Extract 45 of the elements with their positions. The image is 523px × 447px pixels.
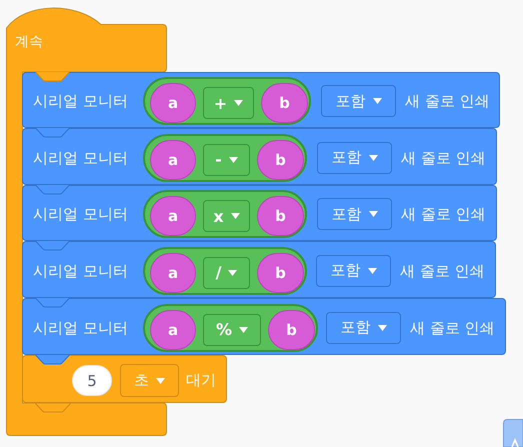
print-block [22, 298, 506, 355]
operator-block [143, 304, 318, 352]
dropdown-menu: 포함 [316, 254, 391, 286]
block-label: 새 줄로 인쇄 [401, 204, 486, 224]
operator-block [143, 246, 307, 294]
variable-block: a [150, 252, 196, 292]
print-block [22, 128, 497, 185]
operator-block [143, 77, 311, 125]
variable-block: a [150, 310, 196, 350]
variable-block: a [150, 196, 196, 236]
block-label: 시리얼 모니터 [33, 318, 128, 338]
operator-dropdown: / [203, 256, 250, 288]
print-block [22, 185, 497, 241]
variable-block: b [261, 83, 308, 123]
block-label: 새 줄로 인쇄 [400, 260, 485, 280]
block-label: 시리얼 모니터 [33, 148, 128, 168]
operator-dropdown: + [203, 87, 254, 119]
operator-dropdown: % [203, 314, 261, 346]
block-label: 새 줄로 인쇄 [410, 318, 495, 338]
variable-block: b [257, 140, 304, 180]
block-label: 시리얼 모니터 [33, 204, 128, 224]
dropdown-menu: 초 [120, 364, 179, 397]
operator-dropdown: - [203, 144, 250, 176]
variable-block: a [150, 140, 196, 180]
operator-block [143, 190, 307, 238]
block-label: 대기 [186, 370, 216, 390]
print-block [22, 72, 500, 128]
forever-loop-block [6, 6, 167, 436]
dropdown-menu: 포함 [317, 198, 392, 230]
print-block [22, 241, 496, 298]
variable-block: b [257, 196, 304, 236]
dropdown-menu: 포함 [317, 142, 392, 174]
block-label: 새 줄로 인쇄 [401, 148, 486, 168]
block-label: 시리얼 모니터 [33, 260, 128, 280]
block-label: 시리얼 모니터 [33, 91, 128, 111]
variable-block: a [150, 83, 196, 123]
block-label: 계속 [15, 33, 43, 52]
operator-dropdown: x [203, 200, 250, 232]
variable-block: b [268, 310, 315, 350]
number-input-field: 5 [72, 365, 112, 396]
dropdown-menu: 포함 [326, 312, 401, 344]
variable-block: b [257, 252, 304, 292]
dropdown-menu: 포함 [321, 85, 396, 117]
operator-block [143, 134, 307, 182]
block-label: 새 줄로 인쇄 [405, 91, 490, 111]
